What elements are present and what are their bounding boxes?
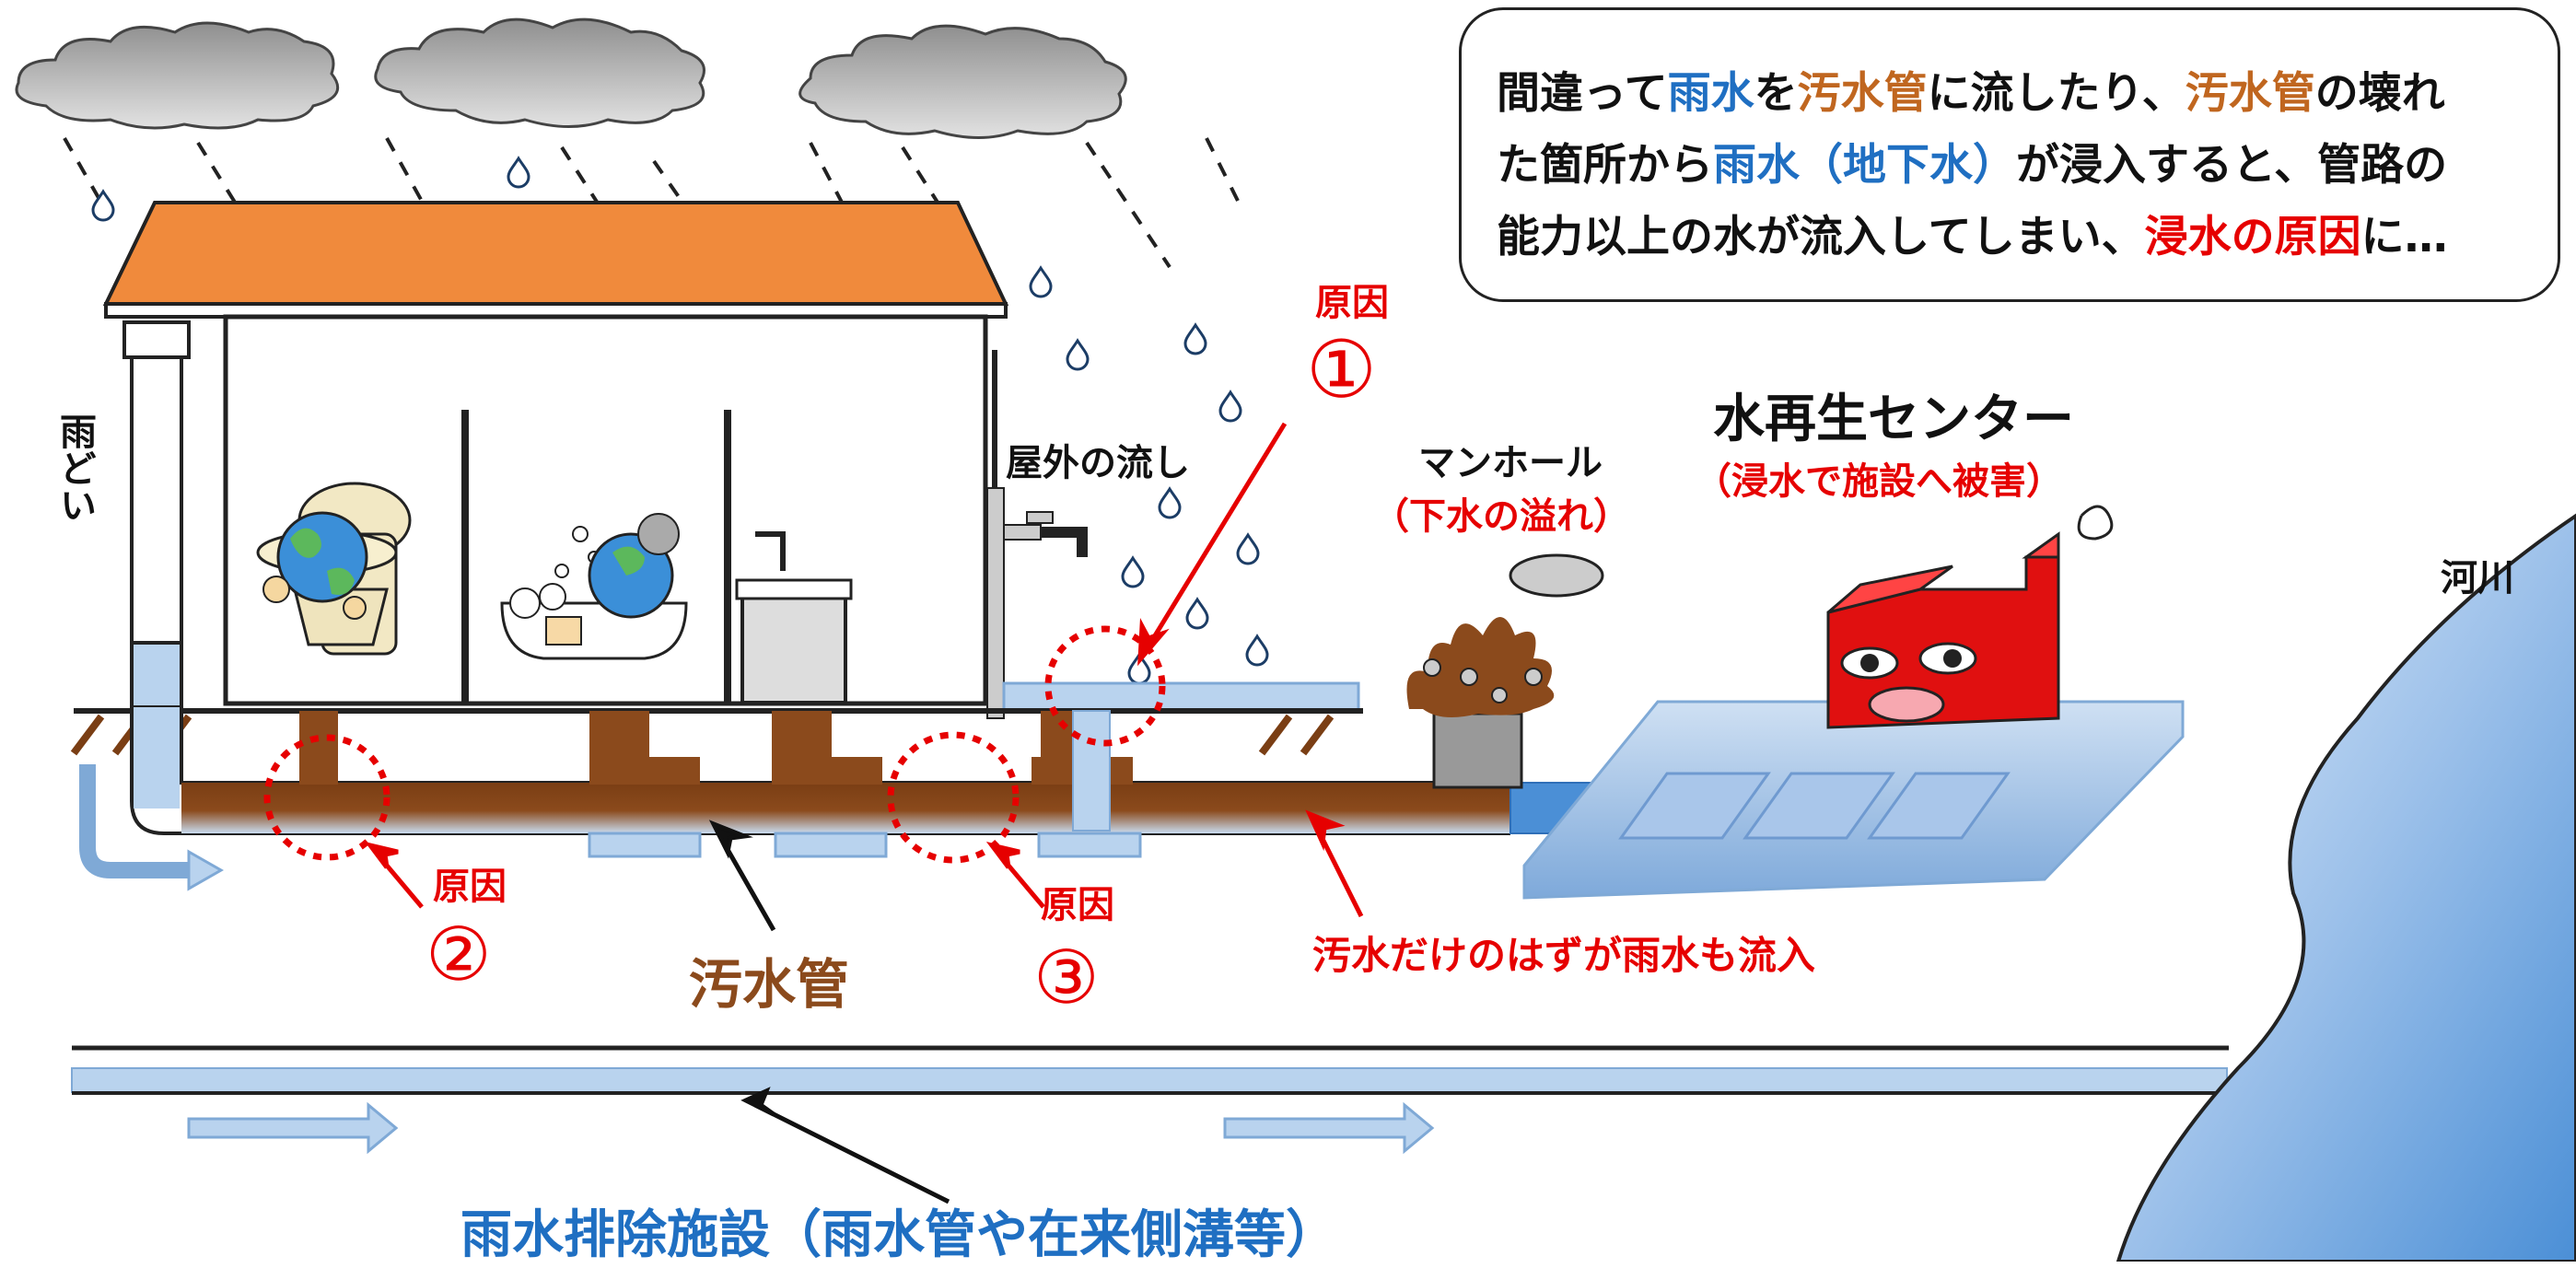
outdoor-faucet: [986, 487, 1088, 719]
callout-line1-seg-6: の壊れ: [2314, 68, 2445, 119]
label-river: 河川: [2441, 557, 2514, 599]
storm-flow-arrows: [187, 1101, 1435, 1155]
label-arrows: [708, 820, 950, 1204]
cause2-circle: [263, 734, 390, 861]
callout-line3-seg-1: 浸水の原因: [2144, 212, 2361, 262]
callout-line1-seg-5: 汚水管: [2185, 68, 2315, 119]
river: [2116, 513, 2576, 1262]
label-manhole: マンホール: [1418, 442, 1603, 484]
callout-line1-seg-0: 間違って: [1497, 68, 1668, 119]
callout-line-3: 能力以上の水が流入してしまい、浸水の原因に…: [1497, 202, 2539, 273]
callout-line3-seg-2: に…: [2360, 212, 2448, 262]
indoor-sink: [735, 531, 853, 704]
cloud-left: [15, 21, 340, 130]
label-storm-facility: 雨水排除施設（雨水管や在来側溝等）: [460, 1205, 1337, 1265]
label-sewer-pipe: 汚水管: [689, 953, 850, 1016]
water-reclamation-center: [1522, 505, 2185, 900]
callout-line-2: た箇所から雨水（地下水）が浸入すると、管路の: [1497, 130, 2539, 202]
callout-line3-seg-0: 能力以上の水が流入してしまい、: [1497, 212, 2145, 262]
pipe-branches: [299, 710, 1133, 832]
label-center-sub: （浸水で施設へ被害）: [1695, 460, 2063, 503]
cause2-number: ②: [425, 912, 492, 997]
callout-line2-seg-0: た箇所から: [1497, 140, 1713, 191]
cause1-number: ①: [1306, 324, 1378, 416]
cause-arrows: [364, 422, 1364, 918]
label-manhole-sub: （下水の溢れ）: [1372, 495, 1630, 538]
callout-line1-seg-4: に流したり、: [1927, 68, 2186, 119]
label-amadoi: 雨どい: [53, 413, 96, 523]
house-roof: [102, 201, 1009, 306]
callout-line1-seg-2: を: [1754, 68, 1798, 119]
label-outdoor-sink: 屋外の流し: [1006, 442, 1190, 484]
earth-character-toilet: [262, 511, 368, 620]
flow-arrow-downspout: [79, 764, 189, 878]
cause3-number: ③: [1033, 935, 1100, 1020]
manhole-overflow: [1406, 553, 1604, 789]
cloud-middle: [374, 17, 705, 128]
outdoor-sink-basin: [1002, 681, 1360, 713]
callout-line2-seg-1: 雨水（地下水）: [1713, 140, 2016, 191]
cause2-word: 原因: [433, 866, 507, 908]
callout-line-1: 間違って雨水を汚水管に流したり、汚水管の壊れ: [1497, 58, 2539, 130]
label-center-title: 水再生センター: [1713, 390, 2074, 449]
sewer-pipe-body: [181, 783, 1655, 833]
cause3-circle: [887, 731, 1020, 864]
cause1-word: 原因: [1315, 282, 1389, 324]
explanation-callout: 間違って雨水を汚水管に流したり、汚水管の壊れ た箇所から雨水（地下水）が浸入する…: [1459, 7, 2560, 302]
downspout: [122, 320, 191, 709]
callout-line1-seg-1: 雨水: [1667, 68, 1754, 119]
ground-hatch: [70, 714, 1335, 756]
cloud-right: [798, 24, 1127, 139]
earth-character-bath: [588, 513, 680, 619]
cause3-word: 原因: [1041, 884, 1114, 926]
callout-line2-seg-2: が浸入すると、管路の: [2016, 140, 2448, 191]
cause1-circle: [1044, 625, 1166, 747]
callout-line1-seg-3: 汚水管: [1797, 68, 1928, 119]
cause-markers: [263, 625, 1166, 864]
inspection-boxes: [588, 832, 1142, 858]
label-sewer-note: 汚水だけのはずが雨水も流入: [1312, 933, 1816, 978]
storm-pipe-flow: [71, 1067, 2228, 1093]
